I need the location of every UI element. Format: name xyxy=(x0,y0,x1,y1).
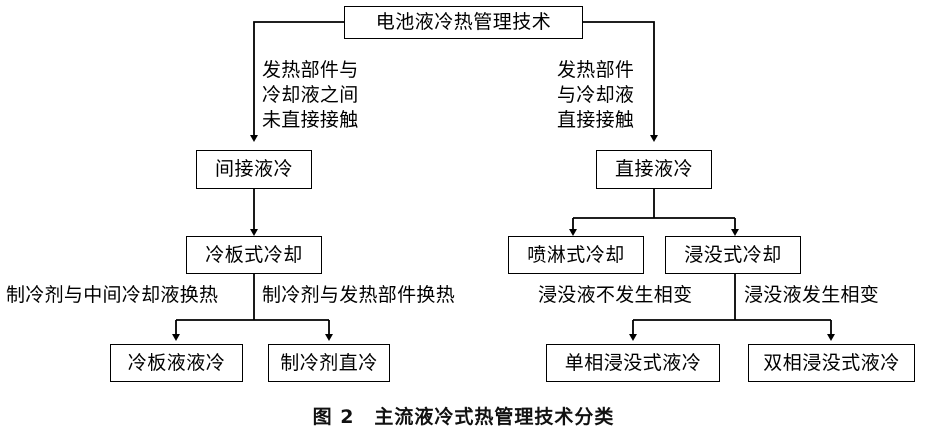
figure-caption: 图 2 主流液冷式热管理技术分类 xyxy=(312,406,615,428)
node-refrigerant-direct-cooling[interactable]: 制冷剂直冷 xyxy=(268,344,390,382)
edge-label-root-to-indirect-line1: 发热部件与 xyxy=(262,59,359,81)
edge-label-root-to-direct: 发热部件 与冷却液 直接接触 xyxy=(557,58,634,133)
edge-label-coldplate-to-liquid-liquid: 制冷剂与中间冷却液换热 xyxy=(6,284,219,306)
node-direct-liquid-cooling[interactable]: 直接液冷 xyxy=(596,150,712,189)
edge-label-coldplate-to-refrigerant: 制冷剂与发热部件换热 xyxy=(262,284,456,306)
edge-label-immersion-to-single-phase: 浸没液不发生相变 xyxy=(538,284,693,306)
node-single-phase-immersion[interactable]: 单相浸没式液冷 xyxy=(546,344,720,382)
node-cold-plate-cooling[interactable]: 冷板式冷却 xyxy=(186,236,322,274)
node-immersion-cooling[interactable]: 浸没式冷却 xyxy=(665,236,801,274)
edge-label-root-to-direct-line2: 与冷却液 xyxy=(557,84,635,106)
node-two-phase-immersion[interactable]: 双相浸没式液冷 xyxy=(748,344,915,382)
edge-label-root-to-indirect: 发热部件与 冷却液之间 未直接接触 xyxy=(262,58,359,133)
edge-label-root-to-indirect-line3: 未直接接触 xyxy=(262,109,359,131)
node-cold-plate-liquid-to-liquid[interactable]: 冷板液液冷 xyxy=(110,344,243,382)
edge-label-root-to-direct-line3: 直接接触 xyxy=(557,109,635,131)
connector-root-to-direct xyxy=(583,21,659,142)
node-spray-cooling[interactable]: 喷淋式冷却 xyxy=(508,236,644,274)
edge-label-root-to-direct-line1: 发热部件 xyxy=(557,59,635,81)
edge-label-root-to-indirect-line2: 冷却液之间 xyxy=(262,84,359,106)
node-indirect-liquid-cooling[interactable]: 间接液冷 xyxy=(196,150,312,189)
node-root[interactable]: 电池液冷热管理技术 xyxy=(344,6,583,39)
edge-label-immersion-to-two-phase: 浸没液发生相变 xyxy=(744,284,880,306)
connector-root-to-indirect xyxy=(249,21,344,142)
